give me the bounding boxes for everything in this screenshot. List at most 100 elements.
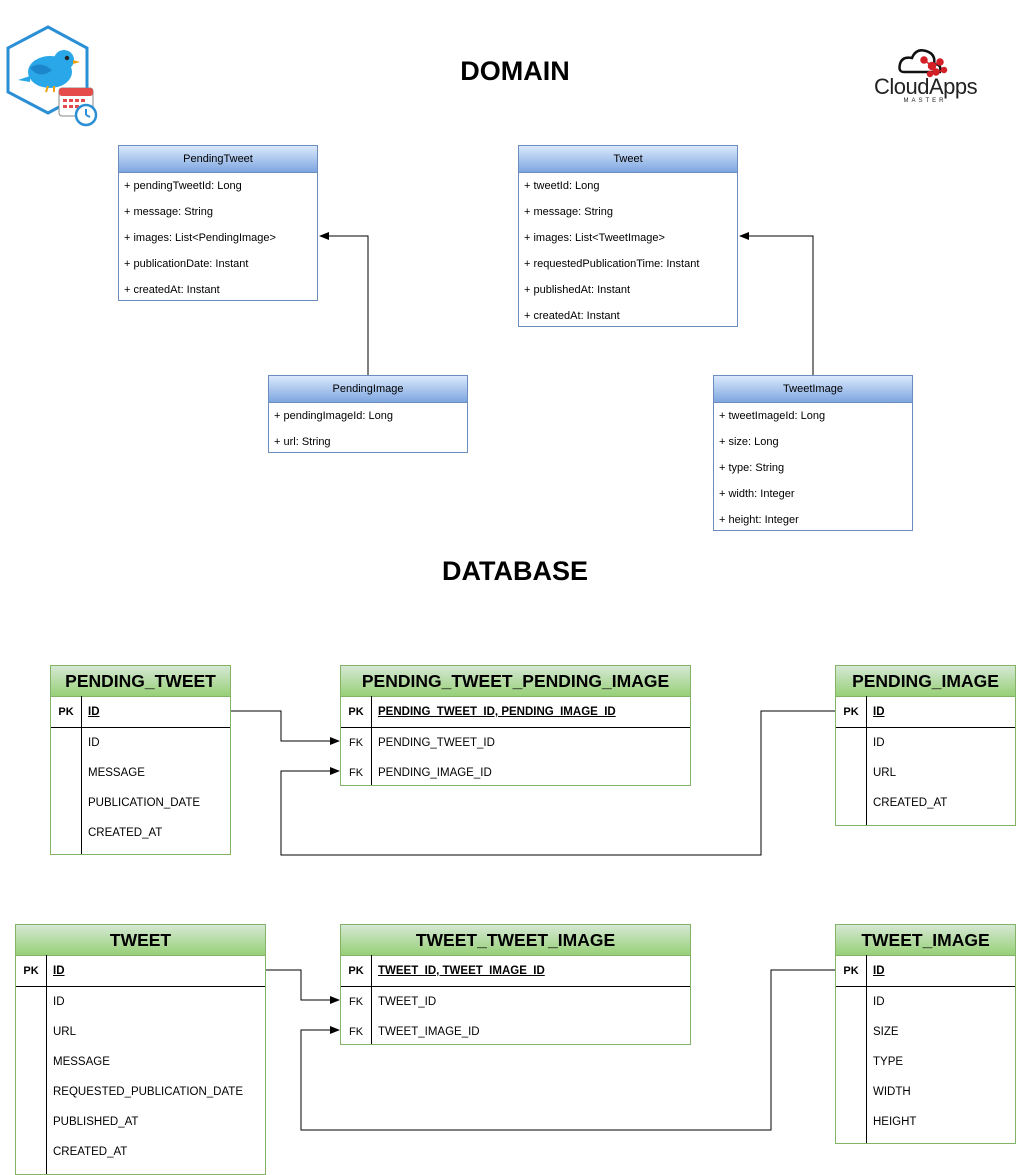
column-name: MESSAGE xyxy=(88,767,145,779)
uml-field: + type: String xyxy=(719,462,785,474)
column-name: PENDING_IMAGE_ID xyxy=(378,767,492,779)
db-table-name: PENDING_IMAGE xyxy=(836,666,1015,697)
db-table-name: TWEET xyxy=(16,925,265,956)
key-label: FK xyxy=(348,737,364,749)
db-table-name: PENDING_TWEET_PENDING_IMAGE xyxy=(341,666,690,697)
domain-title: DOMAIN xyxy=(460,56,570,86)
column-name: HEIGHT xyxy=(873,1116,917,1128)
db-column-row: URL xyxy=(836,758,1015,788)
uml-field: + width: Integer xyxy=(719,488,795,500)
uml-field: + pendingImageId: Long xyxy=(274,410,393,422)
db-column-row: ID xyxy=(51,728,230,758)
column-name: URL xyxy=(53,1026,77,1038)
uml-class-tweet: Tweet + tweetId: Long + message: String … xyxy=(518,145,738,327)
pk-label: PK xyxy=(348,706,364,718)
pk-column: ID xyxy=(873,706,885,718)
uml-field: + images: List<TweetImage> xyxy=(524,232,665,244)
db-column-row: CREATED_AT xyxy=(51,818,230,848)
column-name: ID xyxy=(53,996,65,1008)
cloudapps-logo: CloudApps MASTER xyxy=(870,42,980,108)
column-name: PUBLISHED_AT xyxy=(53,1116,139,1128)
pk-column: ID xyxy=(53,965,65,977)
uml-field: + tweetImageId: Long xyxy=(719,410,826,422)
column-name: TWEET_IMAGE_ID xyxy=(378,1026,480,1038)
column-name: ID xyxy=(873,996,885,1008)
uml-field: + requestedPublicationTime: Instant xyxy=(524,258,700,270)
uml-field: + url: String xyxy=(274,436,331,448)
uml-class-name: PendingImage xyxy=(269,376,467,403)
twitter-scheduler-logo-icon xyxy=(4,24,98,128)
db-column-row: PUBLISHED_AT xyxy=(16,1107,265,1137)
uml-field: + message: String xyxy=(124,206,213,218)
db-column-row: CREATED_AT xyxy=(16,1137,265,1167)
key-column-divider xyxy=(46,955,47,1174)
connector-tweetimage-to-tweet xyxy=(739,232,814,376)
db-column-row: MESSAGE xyxy=(16,1047,265,1077)
db-column-row: ID xyxy=(836,987,1015,1017)
cloud-network-icon xyxy=(898,49,948,78)
db-column-row: TYPE xyxy=(836,1047,1015,1077)
column-name: CREATED_AT xyxy=(873,797,948,809)
pk-label: PK xyxy=(58,706,74,718)
pk-label: PK xyxy=(843,965,859,977)
db-table-pending-image: PENDING_IMAGE PK ID ID URL CREATED_AT xyxy=(835,665,1016,826)
pk-column: ID xyxy=(88,706,100,718)
db-column-row: REQUESTED_PUBLICATION_DATE xyxy=(16,1077,265,1107)
column-name: SIZE xyxy=(873,1026,899,1038)
column-name: CREATED_AT xyxy=(53,1146,128,1158)
db-column-row: CREATED_AT xyxy=(836,788,1015,818)
connector-pendingimage-to-pendingtweet xyxy=(319,232,369,376)
db-table-name: TWEET_TWEET_IMAGE xyxy=(341,925,690,956)
db-column-row: SIZE xyxy=(836,1017,1015,1047)
db-table-tweet-tweet-image: TWEET_TWEET_IMAGE PK TWEET_ID, TWEET_IMAG… xyxy=(340,924,691,1045)
uml-field: + height: Integer xyxy=(719,514,799,526)
pk-label: PK xyxy=(23,965,39,977)
key-column-divider xyxy=(866,955,867,1143)
db-pk-row: PK ID xyxy=(51,697,230,728)
pk-label: PK xyxy=(843,706,859,718)
db-pk-row: PK TWEET_ID, TWEET_IMAGE_ID xyxy=(341,956,690,987)
connector-tweet-fk xyxy=(266,969,340,1004)
column-name: CREATED_AT xyxy=(88,827,163,839)
db-pk-row: PK ID xyxy=(836,697,1015,728)
column-name: URL xyxy=(873,767,897,779)
cloudapps-brand: CloudApps xyxy=(874,74,978,100)
uml-field: + size: Long xyxy=(719,436,779,448)
uml-field: + publicationDate: Instant xyxy=(124,258,249,270)
connector-pending-image-fk xyxy=(280,710,836,856)
cloudapps-brand-text: CloudApps xyxy=(874,74,978,99)
column-name: WIDTH xyxy=(873,1086,911,1098)
key-column-divider xyxy=(866,696,867,825)
pk-label: PK xyxy=(348,965,364,977)
pk-column: TWEET_ID, TWEET_IMAGE_ID xyxy=(378,965,545,977)
uml-field: + createdAt: Instant xyxy=(524,310,620,322)
connector-tweet-image-fk xyxy=(300,969,836,1131)
column-name: PUBLICATION_DATE xyxy=(88,797,201,809)
db-column-row: ID xyxy=(836,728,1015,758)
db-table-pending-tweet: PENDING_TWEET PK ID ID MESSAGE PUBLICATIO… xyxy=(50,665,231,855)
db-pk-row: PK ID xyxy=(16,956,265,987)
key-column-divider xyxy=(371,696,372,785)
db-column-row: URL xyxy=(16,1017,265,1047)
key-column-divider xyxy=(81,696,82,854)
db-table-tweet: TWEET PK ID ID URL MESSAGE REQUESTED_PUBL… xyxy=(15,924,266,1175)
uml-field: + message: String xyxy=(524,206,613,218)
key-label: FK xyxy=(348,996,364,1008)
column-name: MESSAGE xyxy=(53,1056,110,1068)
cloudapps-sub: MASTER xyxy=(903,98,947,104)
uml-field: + tweetId: Long xyxy=(524,180,600,192)
db-column-row: HEIGHT xyxy=(836,1107,1015,1137)
db-table-name: TWEET_IMAGE xyxy=(836,925,1015,956)
db-column-row: PUBLICATION_DATE xyxy=(51,788,230,818)
db-column-row: WIDTH xyxy=(836,1077,1015,1107)
key-column-divider xyxy=(371,955,372,1044)
uml-class-name: TweetImage xyxy=(714,376,912,403)
uml-class-pending-tweet: PendingTweet + pendingTweetId: Long + me… xyxy=(118,145,318,301)
db-table-name: PENDING_TWEET xyxy=(51,666,230,697)
